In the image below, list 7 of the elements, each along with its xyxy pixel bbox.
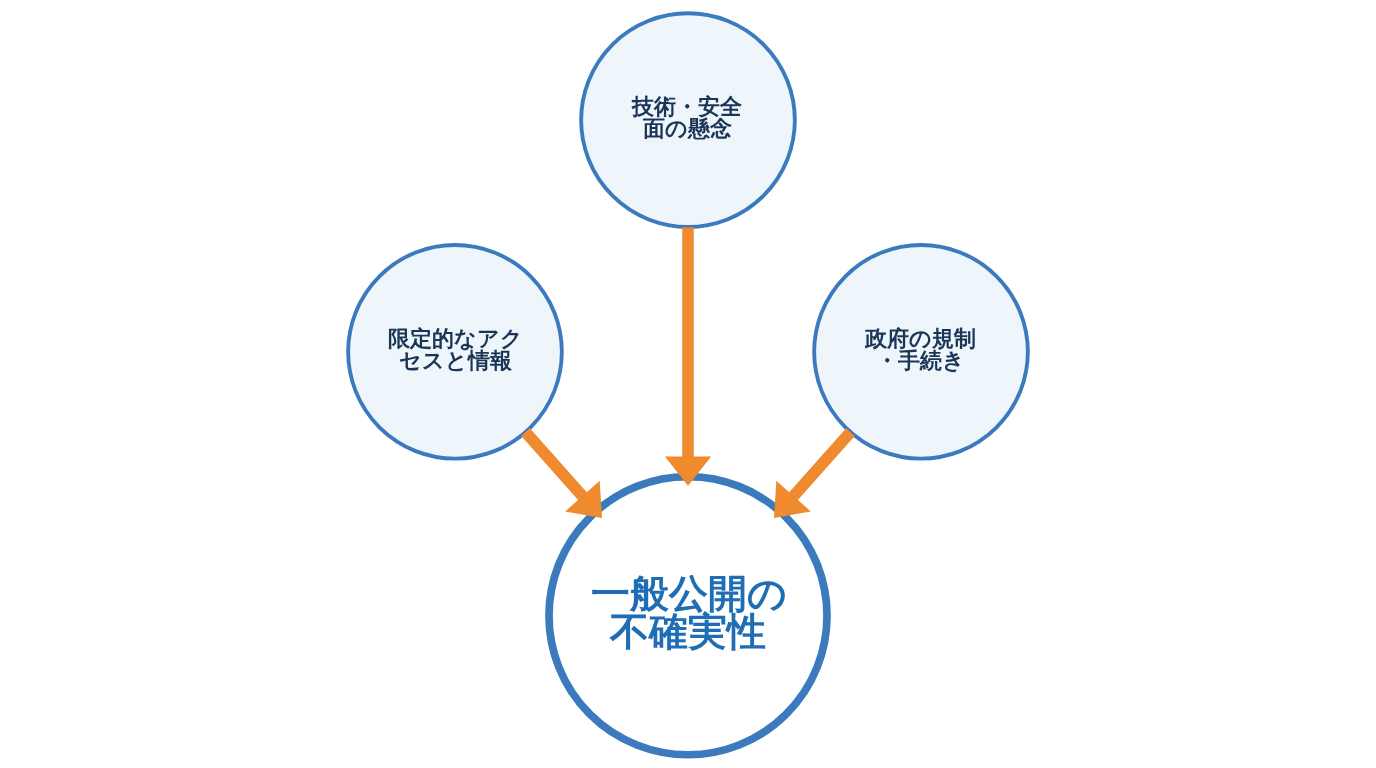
arrow [774,428,855,518]
arrow [664,227,712,486]
node-circle: 限定的なアクセスと情報 [346,243,564,461]
node-circle: 一般公開の不確実性 [545,472,831,759]
node-circle: 政府の規制・手続き [812,243,1030,461]
arrow [521,428,602,518]
node-circle: 技術・安全面の懸念 [579,11,797,229]
